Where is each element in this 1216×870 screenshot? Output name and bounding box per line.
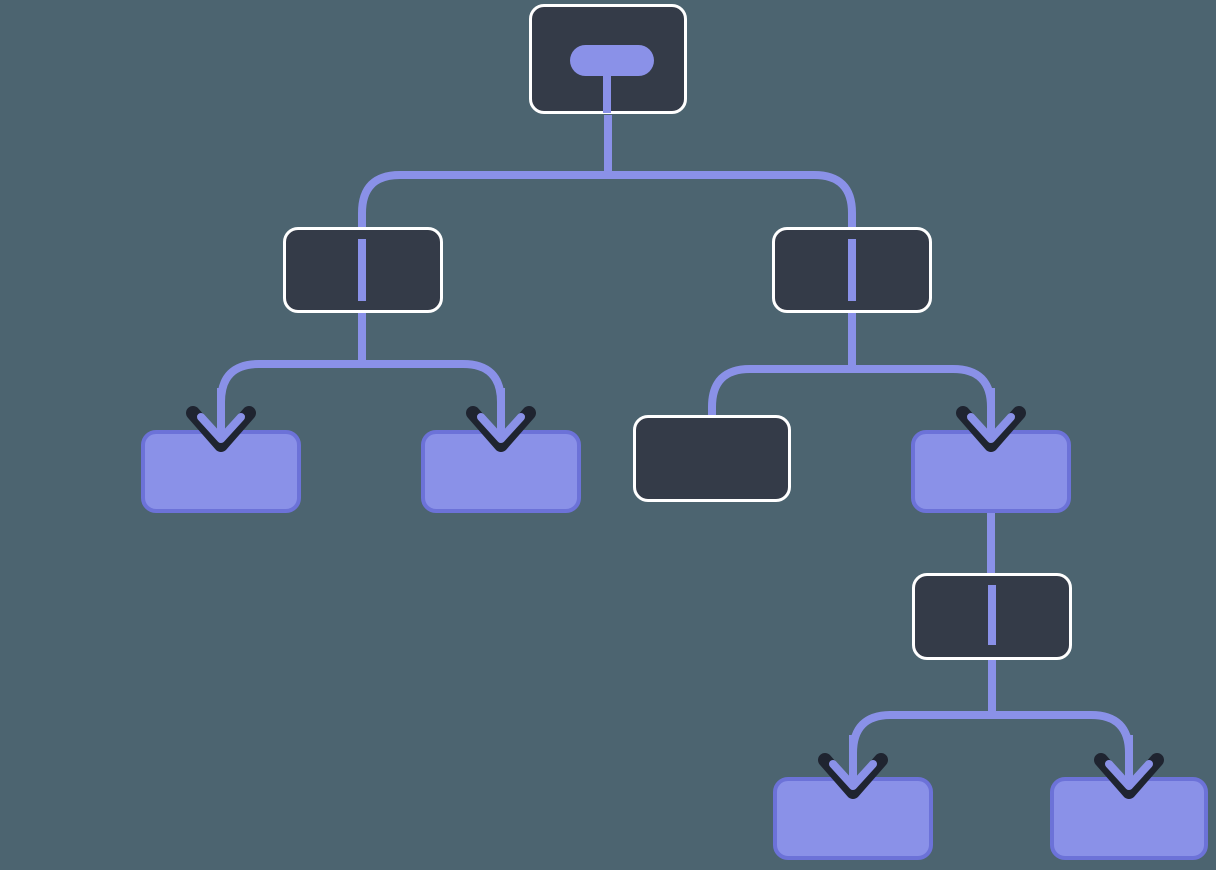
drop-target-right[interactable] [911, 430, 1071, 513]
child-node-right[interactable] [633, 415, 791, 502]
root-node[interactable] [529, 4, 687, 114]
connector-edge [217, 360, 505, 416]
branch-node-right[interactable] [772, 227, 932, 313]
branch-node-left[interactable] [283, 227, 443, 313]
drop-target-left-2[interactable] [421, 430, 581, 513]
root-handle-pill-icon [570, 45, 654, 76]
root-handle-stem [603, 71, 611, 113]
connector-edge [358, 171, 856, 227]
branch-node-sub[interactable] [912, 573, 1072, 660]
drop-target-bottom-1[interactable] [773, 777, 933, 860]
drop-target-left-1[interactable] [141, 430, 301, 513]
drop-target-bottom-2[interactable] [1050, 777, 1208, 860]
